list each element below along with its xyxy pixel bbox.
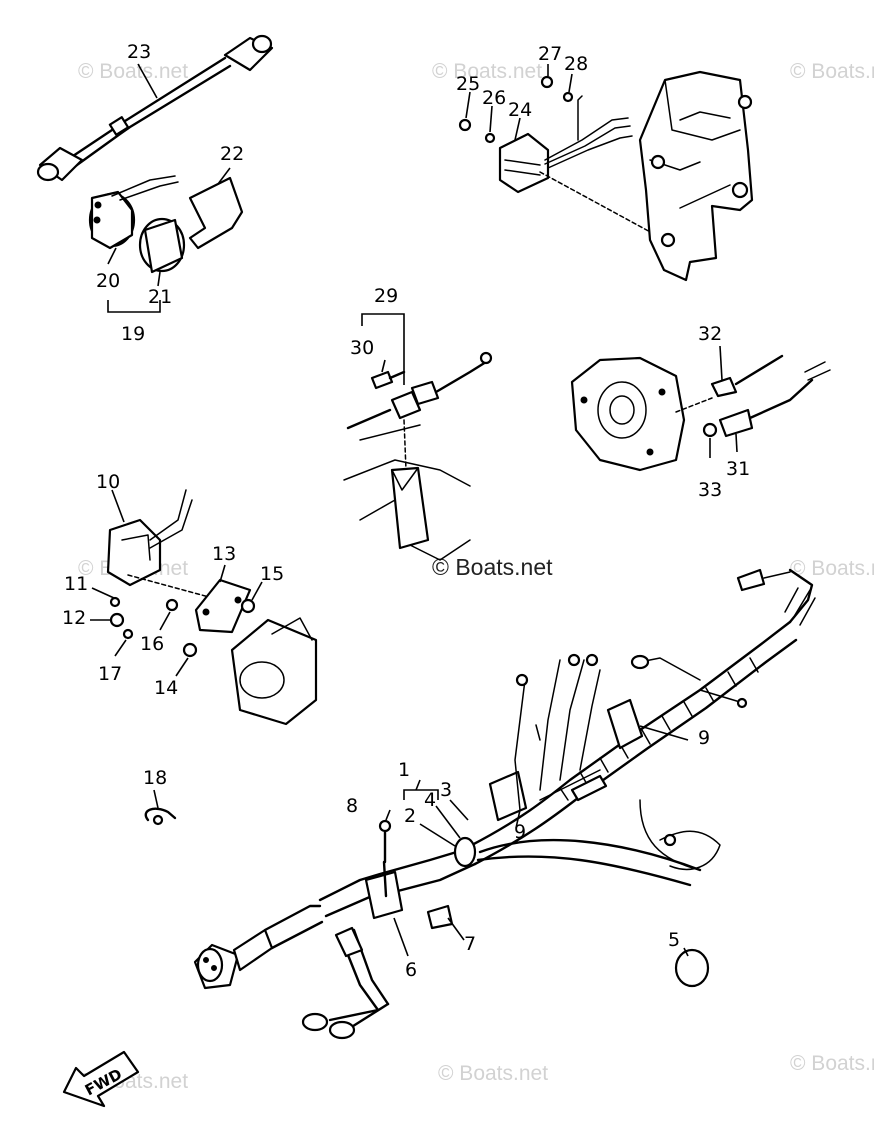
label-25: 25 bbox=[456, 73, 480, 95]
label-30: 30 bbox=[350, 337, 374, 359]
part-24-bracket bbox=[458, 64, 754, 282]
watermark-bottom-center: © Boats.net bbox=[438, 1062, 548, 1085]
label-27: 27 bbox=[538, 43, 562, 65]
label-8: 8 bbox=[346, 795, 358, 817]
fwd-arrow: FWD bbox=[62, 1050, 140, 1108]
label-32: 32 bbox=[698, 323, 722, 345]
main-harness bbox=[193, 568, 816, 1040]
watermark-center: © Boats.net bbox=[432, 554, 553, 580]
label-33: 33 bbox=[698, 479, 722, 501]
label-18: 18 bbox=[143, 767, 167, 789]
label-26: 26 bbox=[482, 87, 506, 109]
part-18-clip bbox=[144, 789, 177, 826]
label-31: 31 bbox=[726, 458, 750, 480]
label-6: 6 bbox=[405, 959, 417, 981]
label-22: 22 bbox=[220, 143, 244, 165]
label-13: 13 bbox=[212, 543, 236, 565]
label-10: 10 bbox=[96, 471, 120, 493]
label-11: 11 bbox=[64, 573, 88, 595]
label-1: 1 bbox=[398, 759, 410, 781]
part-labels: 23 22 20 21 19 27 28 25 26 24 29 30 32 3… bbox=[62, 41, 750, 981]
label-7: 7 bbox=[464, 933, 476, 955]
label-28: 28 bbox=[564, 53, 588, 75]
label-20: 20 bbox=[96, 270, 120, 292]
label-2: 2 bbox=[404, 805, 416, 827]
label-23: 23 bbox=[127, 41, 151, 63]
label-3: 3 bbox=[440, 779, 452, 801]
label-9-upper: 9 bbox=[698, 727, 710, 749]
label-9-lower: 9 bbox=[514, 821, 526, 843]
part-20-21-22 bbox=[88, 167, 244, 313]
part-23-cable bbox=[36, 34, 274, 182]
label-17: 17 bbox=[98, 663, 122, 685]
label-24: 24 bbox=[508, 99, 532, 121]
part-29-30 bbox=[343, 313, 493, 561]
label-14: 14 bbox=[154, 677, 178, 699]
label-21: 21 bbox=[148, 286, 172, 308]
label-15: 15 bbox=[260, 563, 284, 585]
label-12: 12 bbox=[62, 607, 86, 629]
watermark-bottom-right: © Boats.net bbox=[790, 1052, 874, 1075]
label-29: 29 bbox=[374, 285, 398, 307]
watermark-top-left: © Boats.net bbox=[78, 60, 188, 83]
watermark-mid-right: © Boats.net bbox=[790, 557, 874, 580]
watermark-top-center: © Boats.net bbox=[432, 60, 542, 83]
label-16: 16 bbox=[140, 633, 164, 655]
part-10-17 bbox=[90, 489, 318, 726]
label-5: 5 bbox=[668, 929, 680, 951]
label-19: 19 bbox=[121, 323, 145, 345]
watermark-top-right: © Boats.net bbox=[790, 60, 874, 83]
label-4: 4 bbox=[424, 789, 436, 811]
part-31-32-33 bbox=[570, 345, 831, 472]
